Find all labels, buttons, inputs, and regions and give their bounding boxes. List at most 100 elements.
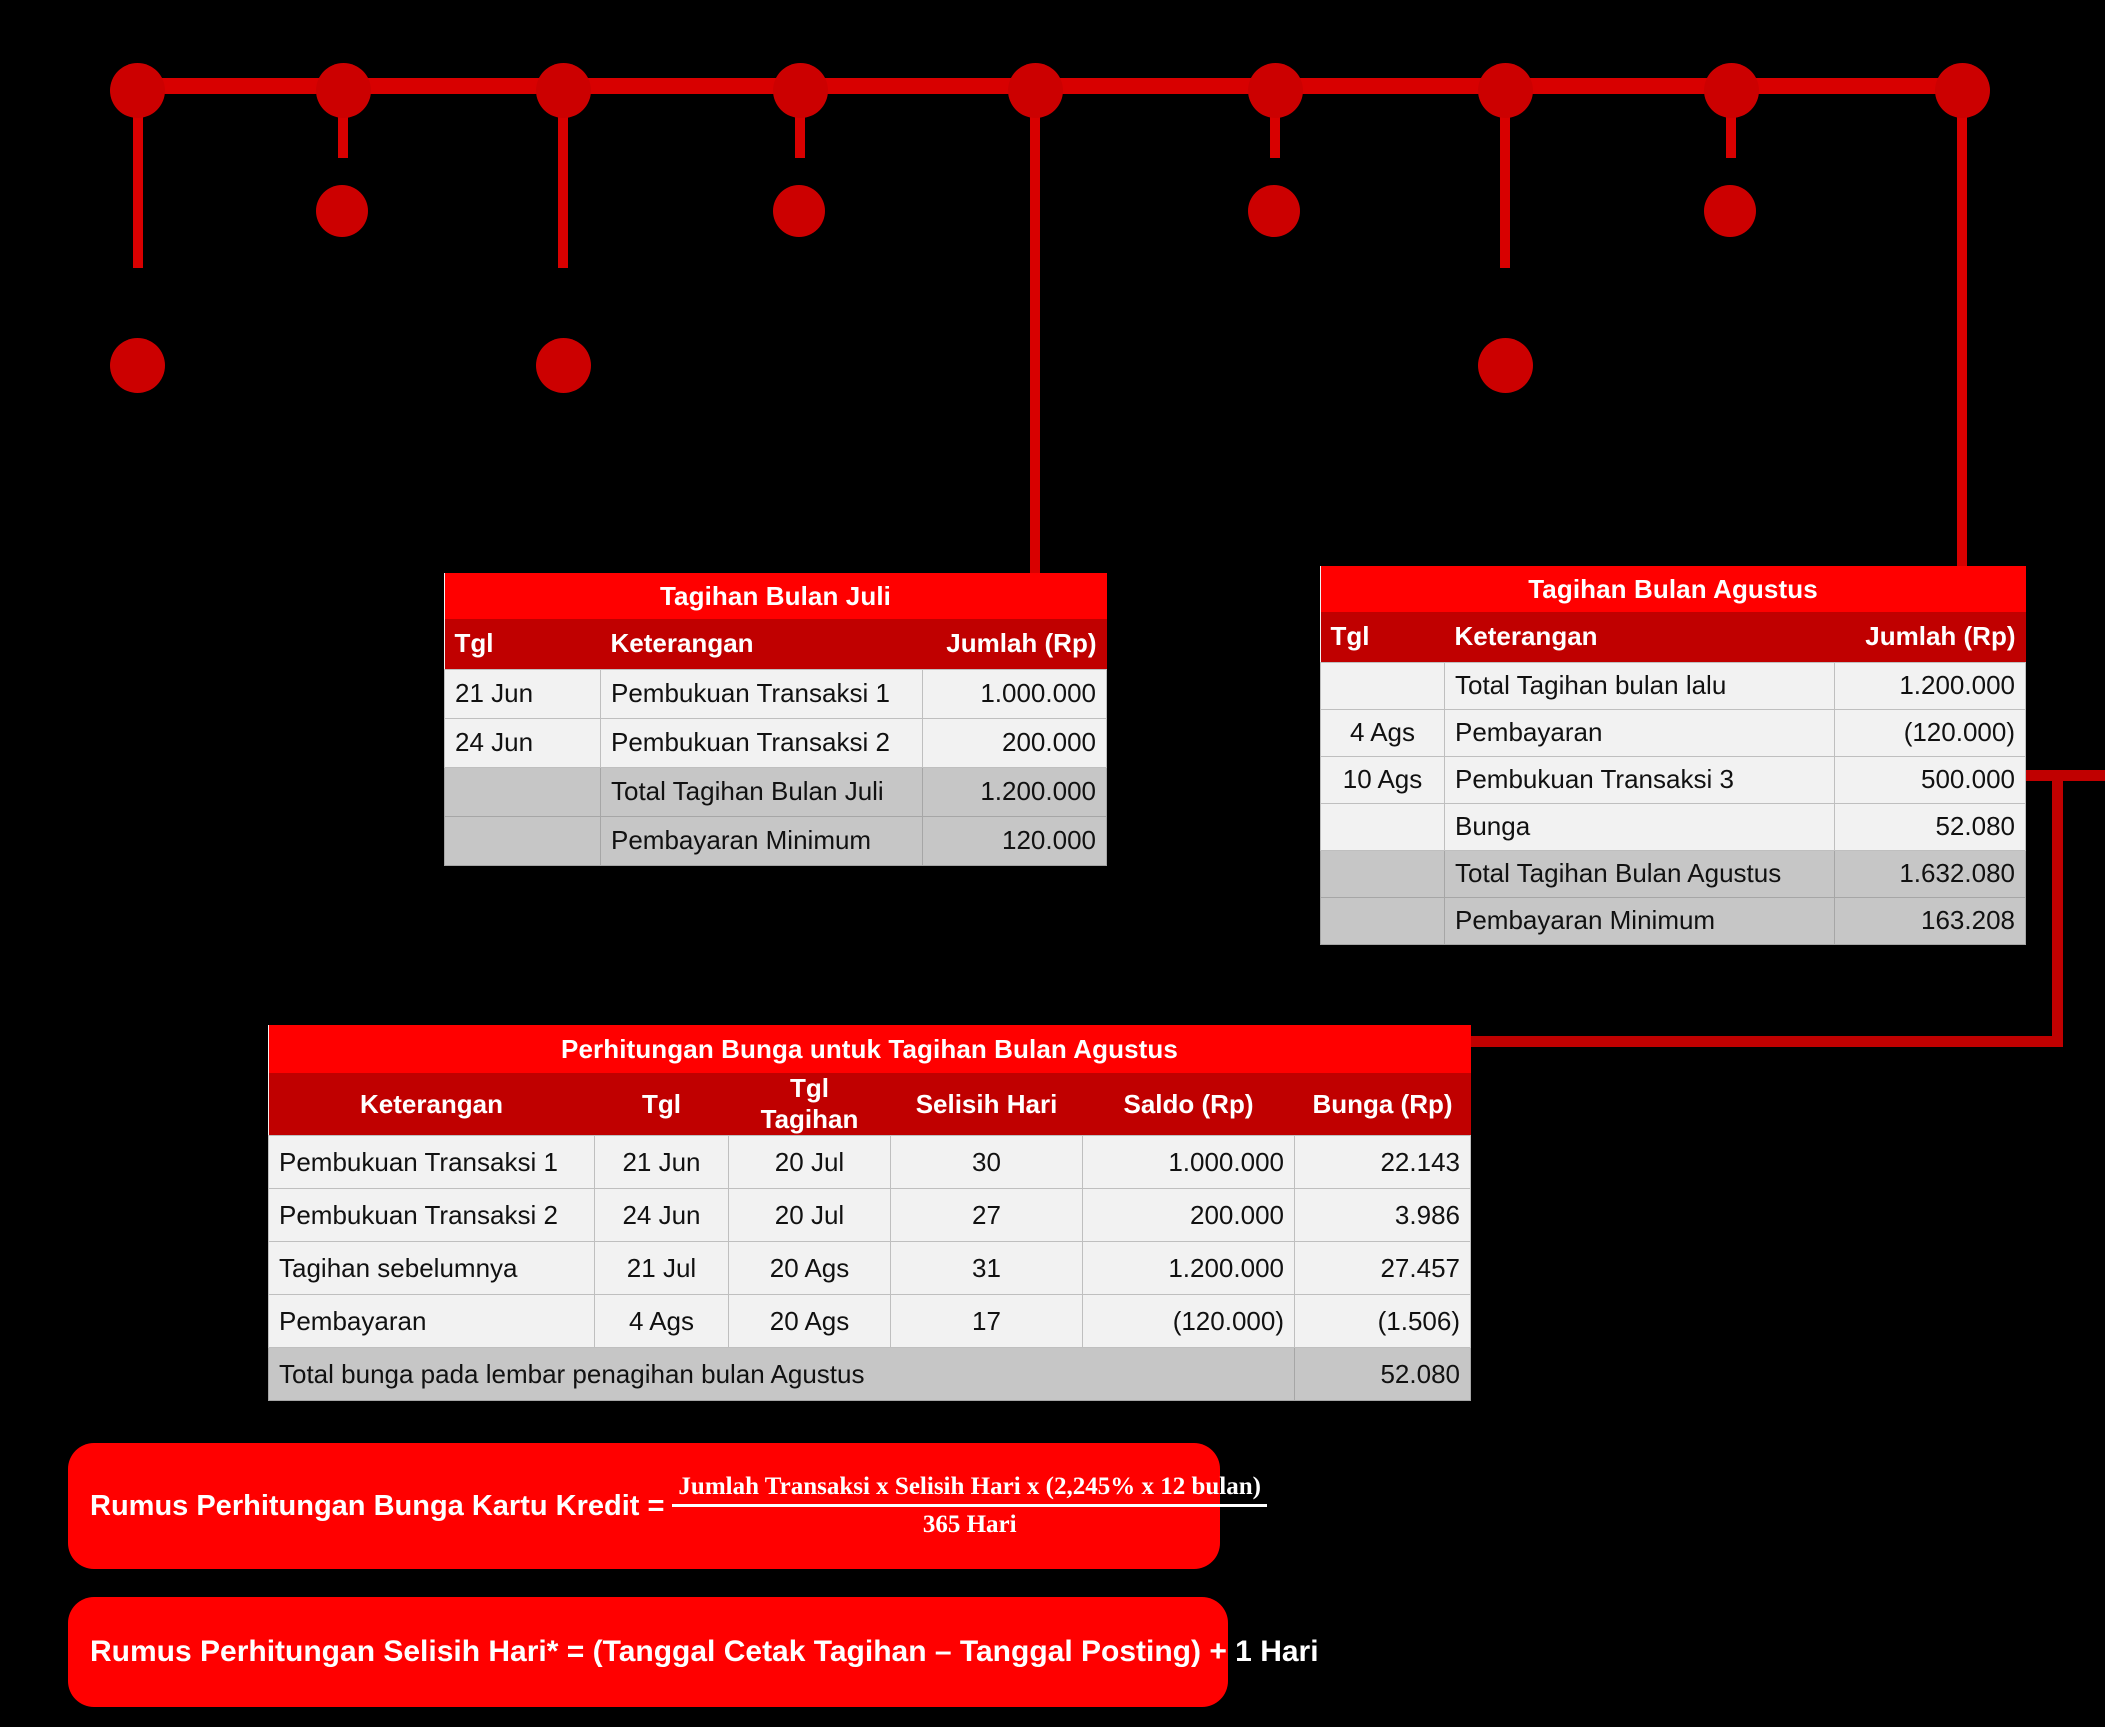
cell-keterangan: Pembayaran (1444, 708, 1835, 757)
timeline-node-top-2 (316, 63, 371, 118)
cell-tgl-tagihan: 20 Jul (728, 1188, 891, 1242)
cell-jumlah: 52.080 (1834, 802, 2026, 851)
cell-jumlah: 1.200.000 (922, 766, 1107, 817)
cell-tgl: 24 Jun (594, 1188, 729, 1242)
table-row: Pembayaran 4 Ags 20 Ags 17 (120.000) (1.… (268, 1294, 1471, 1348)
formula-selisih-hari-text: Rumus Perhitungan Selisih Hari* = (Tangg… (90, 1635, 1319, 1668)
timeline-node-top-9 (1935, 63, 1990, 118)
cell-keterangan: Pembukuan Transaksi 2 (600, 717, 923, 768)
cell-tgl (444, 766, 601, 817)
connector-agustus-to-bunga-vertical (2052, 770, 2063, 1047)
table-juli-col-tgl: Tgl (444, 619, 601, 669)
timeline-stem-6 (1270, 78, 1280, 158)
table-agustus-title-row: Tagihan Bulan Agustus (1320, 566, 2026, 612)
table-tagihan-juli: Tagihan Bulan Juli Tgl Keterangan Jumlah… (444, 573, 1107, 866)
formula-bunga-lead: Rumus Perhitungan Bunga Kartu Kredit = (90, 1489, 665, 1522)
cell-keterangan: Pembukuan Transaksi 2 (268, 1188, 595, 1242)
timeline-node-top-7 (1478, 63, 1533, 118)
table-row: Pembukuan Transaksi 2 24 Jun 20 Jul 27 2… (268, 1188, 1471, 1242)
cell-keterangan: Pembukuan Transaksi 3 (1444, 755, 1835, 804)
table-bunga-col-tgl-tagihan: Tgl Tagihan (728, 1073, 891, 1136)
table-agustus-col-jumlah: Jumlah (Rp) (1834, 612, 2026, 662)
cell-jumlah: 1.000.000 (922, 668, 1107, 719)
table-agustus-col-keterangan: Keterangan (1444, 612, 1835, 662)
cell-keterangan: Total Tagihan bulan lalu (1444, 661, 1835, 710)
table-bunga-header-row: Keterangan Tgl Tgl Tagihan Selisih Hari … (268, 1073, 1471, 1136)
timeline-node-mid-2 (773, 185, 825, 237)
table-agustus-header-row: Tgl Keterangan Jumlah (Rp) (1320, 612, 2026, 662)
table-row: Pembayaran Minimum 120.000 (444, 815, 1107, 866)
cell-tgl: 21 Jul (594, 1241, 729, 1295)
table-bunga-col-tgl: Tgl (594, 1073, 729, 1136)
cell-keterangan: Bunga (1444, 802, 1835, 851)
cell-keterangan: Pembukuan Transaksi 1 (600, 668, 923, 719)
cell-saldo: 200.000 (1082, 1188, 1295, 1242)
cell-total-value: 52.080 (1294, 1347, 1471, 1401)
table-bunga-col-bunga: Bunga (Rp) (1294, 1073, 1471, 1136)
timeline-stem-9 (1957, 78, 1967, 572)
table-bunga-title: Perhitungan Bunga untuk Tagihan Bulan Ag… (268, 1025, 1471, 1073)
timeline-node-top-4 (773, 63, 828, 118)
timeline-stem-8 (1726, 78, 1736, 158)
table-juli-col-jumlah: Jumlah (Rp) (922, 619, 1107, 669)
table-bunga-title-row: Perhitungan Bunga untuk Tagihan Bulan Ag… (268, 1025, 1471, 1073)
timeline-node-mid-3 (1248, 185, 1300, 237)
cell-saldo: 1.200.000 (1082, 1241, 1295, 1295)
cell-selisih-hari: 27 (890, 1188, 1083, 1242)
cell-keterangan: Tagihan sebelumnya (268, 1241, 595, 1295)
table-bunga-col-selisih-hari: Selisih Hari (890, 1073, 1083, 1136)
timeline-node-bottom-3 (1478, 338, 1533, 393)
cell-tgl: 21 Jun (594, 1135, 729, 1189)
cell-jumlah: 500.000 (1834, 755, 2026, 804)
cell-jumlah: 163.208 (1834, 896, 2026, 945)
timeline-node-mid-4 (1704, 185, 1756, 237)
timeline-stem-3 (558, 78, 568, 268)
timeline-node-bottom-1 (110, 338, 165, 393)
table-agustus-col-tgl: Tgl (1320, 612, 1445, 662)
table-row: 10 Ags Pembukuan Transaksi 3 500.000 (1320, 755, 2026, 804)
cell-keterangan: Pembukuan Transaksi 1 (268, 1135, 595, 1189)
timeline-diagram (0, 0, 2105, 620)
timeline-stem-1 (133, 78, 143, 268)
formula-bunga-denominator: 365 Hari (922, 1511, 1017, 1538)
cell-selisih-hari: 30 (890, 1135, 1083, 1189)
table-row: 24 Jun Pembukuan Transaksi 2 200.000 (444, 717, 1107, 768)
cell-jumlah: 1.200.000 (1834, 661, 2026, 710)
table-row: Pembayaran Minimum 163.208 (1320, 896, 2026, 945)
cell-tgl (444, 815, 601, 866)
cell-tgl-tagihan: 20 Ags (728, 1294, 891, 1348)
formula-bunga-kartu-kredit: Rumus Perhitungan Bunga Kartu Kredit = J… (68, 1443, 1267, 1569)
cell-tgl-tagihan: 20 Ags (728, 1241, 891, 1295)
cell-jumlah: 200.000 (922, 717, 1107, 768)
cell-selisih-hari: 17 (890, 1294, 1083, 1348)
cell-saldo: (120.000) (1082, 1294, 1295, 1348)
cell-tgl (1320, 896, 1445, 945)
formula-bunga-numerator: Jumlah Transaksi x Selisih Hari x (2,245… (672, 1473, 1267, 1507)
cell-selisih-hari: 31 (890, 1241, 1083, 1295)
cell-bunga: (1.506) (1294, 1294, 1471, 1348)
cell-bunga: 27.457 (1294, 1241, 1471, 1295)
cell-saldo: 1.000.000 (1082, 1135, 1295, 1189)
table-row: 21 Jun Pembukuan Transaksi 1 1.000.000 (444, 668, 1107, 719)
timeline-stem-4 (795, 78, 805, 158)
cell-tgl (1320, 849, 1445, 898)
table-perhitungan-bunga: Perhitungan Bunga untuk Tagihan Bulan Ag… (268, 1025, 1471, 1401)
table-row: Tagihan sebelumnya 21 Jul 20 Ags 31 1.20… (268, 1241, 1471, 1295)
timeline-stem-5 (1030, 78, 1040, 578)
cell-keterangan: Total Tagihan Bulan Juli (600, 766, 923, 817)
table-bunga-col-keterangan: Keterangan (268, 1073, 595, 1136)
cell-tgl: 4 Ags (1320, 708, 1445, 757)
table-bunga-col-saldo: Saldo (Rp) (1082, 1073, 1295, 1136)
connector-agustus-to-bunga-horizontal-bottom (1468, 1036, 2063, 1047)
cell-jumlah: 1.632.080 (1834, 849, 2026, 898)
cell-keterangan: Pembayaran (268, 1294, 595, 1348)
cell-keterangan: Total Tagihan Bulan Agustus (1444, 849, 1835, 898)
formula-selisih-hari: Rumus Perhitungan Selisih Hari* = (Tangg… (68, 1597, 1319, 1707)
connector-agustus-to-bunga-horizontal-top (2024, 770, 2105, 781)
table-juli-header-row: Tgl Keterangan Jumlah (Rp) (444, 619, 1107, 669)
table-agustus-title: Tagihan Bulan Agustus (1320, 566, 2026, 612)
timeline-node-bottom-2 (536, 338, 591, 393)
cell-total-label: Total bunga pada lembar penagihan bulan … (268, 1347, 1295, 1401)
table-juli-title-row: Tagihan Bulan Juli (444, 573, 1107, 619)
timeline-stem-7 (1500, 78, 1510, 268)
